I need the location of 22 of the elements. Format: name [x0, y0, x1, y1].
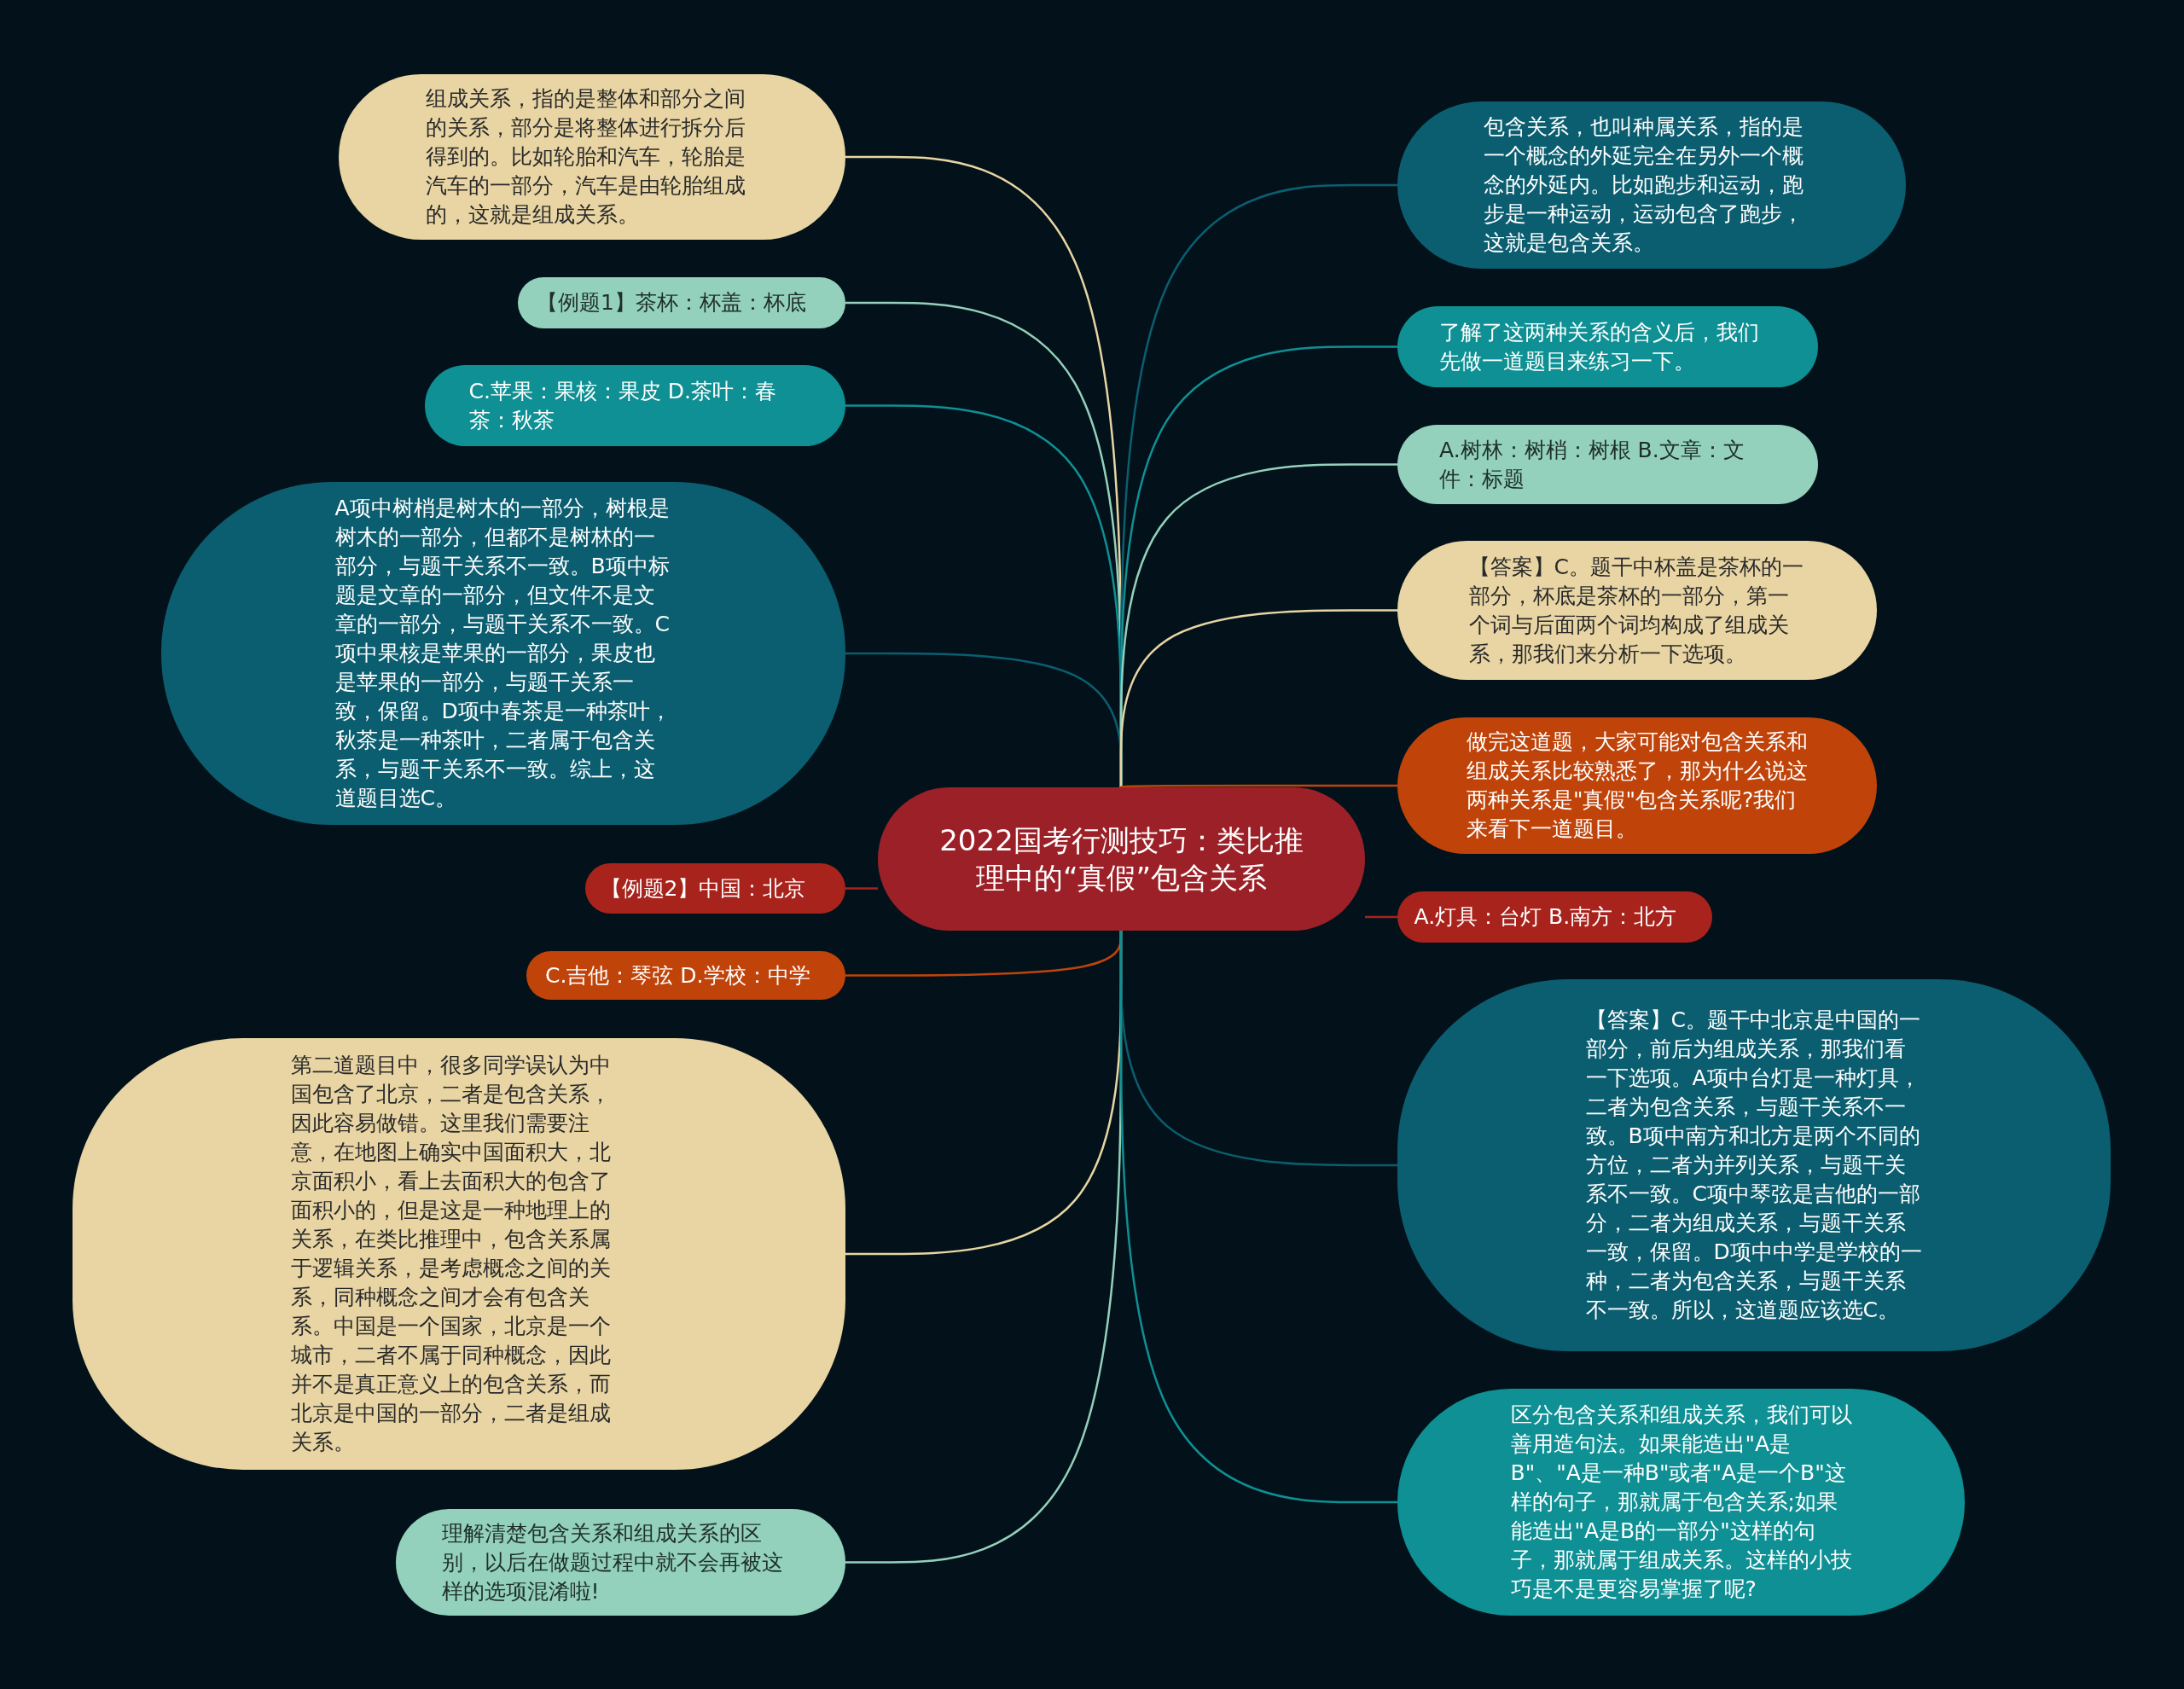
connector-line [845, 887, 878, 890]
connector-line [1119, 931, 1397, 1504]
topic-bubble: 包含关系，也叫种属关系，指的是一个概念的外延完全在另外一个概念的外延内。比如跑步和运动，跑步是一种运动，运动包含了跑步，这就是包含关系。 [1397, 102, 1906, 269]
topic-bubble: 组成关系，指的是整体和部分之间的关系，部分是将整体进行拆分后得到的。比如轮胎和汽车，轮胎是汽车的一部分，汽车是由轮胎组成的，这就是组成关系。 [339, 74, 845, 240]
topic-bubble: 理解清楚包含关系和组成关系的区别，以后在做题过程中就不会再被这样的选项混淆啦! [396, 1509, 845, 1616]
topic-bubble: C.吉他：琴弦 D.学校：中学 [526, 951, 845, 1000]
topic-bubble: 第二道题目中，很多同学误认为中国包含了北京，二者是包含关系，因此容易做错。这里我们需要注意，在地图上确实中国面积大，北京面积小，看上去面积大的包含了面积小的，但是这是一种地理上的关系，在类比推理中，包含关系属于逻辑关系，是考虑概念之间的关系，同种概念之间才会有包含关系。中国是一个国家，北京是一个城市，二者不属于同种概念，因此并不是真正意义上的包含关系，而北京是中国的一部分，二者是组成关系。 [73, 1038, 845, 1470]
connector-line [1119, 784, 1397, 789]
topic-bubble: A.树林：树梢：树根 B.文章：文件：标题 [1397, 425, 1818, 504]
topic-bubble: 【答案】C。题干中杯盖是茶杯的一部分，杯底是茶杯的一部分，第一个词与后面两个词均构成了组成关系，那我们来分析一下选项。 [1397, 541, 1877, 680]
topic-bubble: A.灯具：台灯 B.南方：北方 [1397, 891, 1712, 943]
topic-bubble: 【例题2】中国：北京 [585, 863, 845, 914]
topic-bubble: A项中树梢是树木的一部分，树根是树木的一部分，但都不是树林的一部分，与题干关系不一致。B项中标题是文章的一部分，但文件不是文章的一部分，与题干关系不一致。C项中果核是苹果的一部分，果皮也是苹果的一部分，与题干关系一致，保留。D项中春茶是一种茶叶，秋茶是一种茶叶，二者属于包含关系，与题干关系不一致。综上，这道题目选C。 [161, 482, 845, 825]
connector-line [1119, 609, 1397, 787]
topic-bubble: 【例题1】茶杯：杯盖：杯底 [518, 277, 845, 328]
topic-bubble: C.苹果：果核：果皮 D.茶叶：春茶：秋茶 [425, 365, 845, 446]
topic-bubble: 了解了这两种关系的含义后，我们先做一道题目来练习一下。 [1397, 306, 1818, 387]
connector-line [1365, 915, 1397, 919]
topic-bubble: 区分包含关系和组成关系，我们可以善用造句法。如果能造出"A是B"、"A是一种B"或者"A是一个B"这样的句子，那就属于包含关系;如果能造出"A是B的一部分"这样的句子，那就属于组成关系。这样的小技巧是不是更容易掌握了呢? [1397, 1389, 1965, 1616]
central-topic-bubble: 2022国考行测技巧：类比推理中的“真假”包含关系 [878, 787, 1365, 931]
topic-bubble: 做完这道题，大家可能对包含关系和组成关系比较熟悉了，那为什么说这两种关系是"真假"包含关系呢?我们来看下一道题目。 [1397, 717, 1877, 854]
topic-bubble: 【答案】C。题干中北京是中国的一部分，前后为组成关系，那我们看一下选项。A项中台灯是一种灯具，二者为包含关系，与题干关系不一致。B项中南方和北方是两个不同的方位，二者为并列关系，与题干关系不一致。C项中琴弦是吉他的一部分，二者为组成关系，与题干关系一致，保留。D项中中学是学校的一种，二者为包含关系，与题干关系不一致。所以，这道题应该选C。 [1397, 979, 2111, 1351]
